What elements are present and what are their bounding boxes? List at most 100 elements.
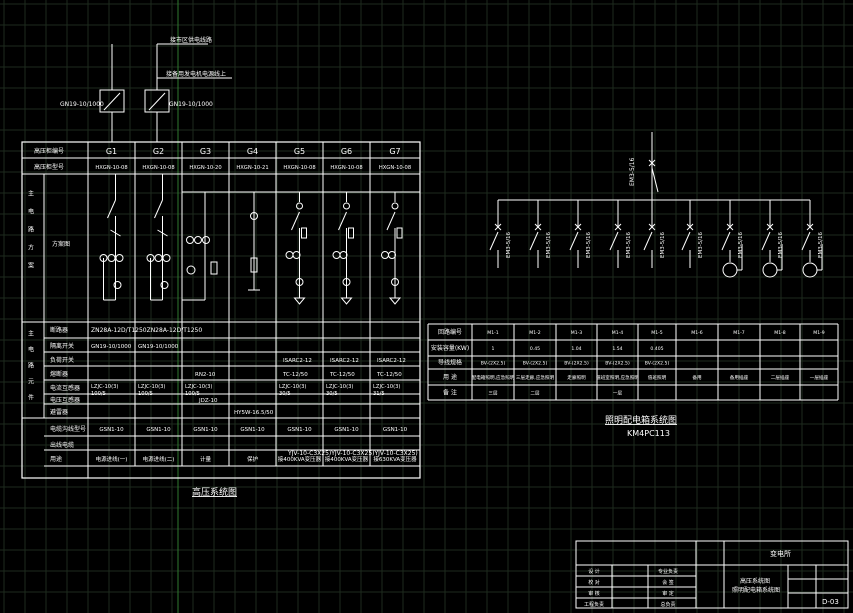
hv-main-circuit: 主电路方案 [27, 189, 34, 280]
lv-branch-label: EM3-5/16 [586, 231, 592, 258]
hv-ct: 30/5 [326, 391, 338, 397]
hv-row-label-breaker: 断路器 [50, 326, 68, 334]
tb-cell: 审 定 [662, 590, 674, 597]
hv-isolator-2: GN19-10/1000 [138, 344, 179, 350]
tb-project: 变电所 [770, 549, 791, 558]
socket-symbol [802, 262, 818, 278]
lv-cell-note: 一层 [613, 391, 623, 397]
hv-load-switch: ISARC2-12 [330, 358, 359, 364]
fuse-symbol [301, 227, 307, 239]
indicator-lamp [342, 278, 351, 286]
hv-use: 接400KVA变压器 [278, 455, 322, 463]
breaker-mark [110, 229, 121, 237]
hv-use: 接630KVA变压器 [373, 455, 417, 463]
indicator-lamp [391, 278, 399, 286]
switch-left-label: GN19-10/1000 [60, 101, 104, 108]
lv-branch-label: EM3-5/16 [546, 231, 552, 258]
ct-symbol [154, 254, 163, 262]
title-block: 变电所 高压系统图 照明配电箱系统图 D-03 设 计校 对审 核工程负责专业负… [575, 540, 849, 609]
breaker-blade [609, 231, 619, 251]
tb-cell: 总负责 [660, 601, 675, 608]
hv-scheme-g4 [248, 192, 260, 291]
ct-symbol [388, 251, 396, 259]
hv-scheme-g1 [99, 174, 124, 301]
hv-use: 保护 [247, 455, 259, 463]
hv-scheme-g7 [381, 192, 403, 305]
hv-vt: JDZ-10 [198, 398, 218, 404]
hv-ct: LZJC-10(3) [185, 384, 212, 390]
tb-role: 设 计 [588, 568, 600, 575]
hv-scheme-g3 [182, 191, 420, 301]
tb-drawing-no: D-03 [822, 598, 839, 606]
ct-symbol [339, 251, 348, 259]
lv-cell-use: 走廊照明 [567, 374, 586, 381]
lv-branch-label: EM3-5/16 [506, 231, 512, 258]
meter-symbol [186, 236, 194, 244]
hv-ct: LZJC-10(3) [91, 384, 118, 390]
lv-cell-header: M1-2 [529, 330, 541, 336]
lv-cell-note: 备 注 [443, 389, 457, 397]
hv-row-scheme: 方案图 [52, 240, 70, 248]
hv-cable-trench: GSN1-10 [240, 427, 265, 433]
tb-role: 审 核 [588, 590, 600, 597]
lv-branch-label: EM3-5/16 [660, 231, 666, 258]
hv-scheme-g5 [285, 192, 307, 305]
incoming-line-label: 接市区供电线路 [170, 36, 212, 44]
lv-cell-header: M1-1 [487, 330, 499, 336]
lv-cell-use: 二层插座 [771, 374, 790, 381]
ct-symbol [285, 251, 294, 259]
hv-row-label-outgoing_cable: 出线电缆 [50, 441, 74, 449]
breaker-blade [721, 231, 731, 251]
hv-load-switch: ISARC2-12 [283, 358, 312, 364]
lamp-symbol [250, 212, 258, 220]
lv-cell-header: M1-6 [691, 330, 703, 336]
lv-cell-note: 二层 [530, 391, 540, 397]
vt-symbol [186, 265, 196, 275]
breaker-blade [529, 231, 539, 251]
hv-fuse: TC-12/50 [282, 372, 308, 378]
hv-use: 计量 [200, 455, 212, 463]
hv-fuse-g3: RN2-10 [195, 372, 216, 378]
breaker-blade [801, 231, 811, 251]
hv-row-label-load_switch: 负荷开关 [50, 356, 74, 364]
ct-symbol [332, 251, 341, 259]
hv-ct: 31/5 [373, 391, 385, 397]
hv-ct: 100/5 [138, 391, 153, 397]
lv-cell-note: 三层 [488, 391, 498, 397]
ct-symbol [162, 254, 171, 262]
hv-cable-trench: GSN1-10 [287, 427, 312, 433]
tb-cell: 会 签 [662, 579, 674, 586]
lv-branch-label: EM3-5/16 [818, 231, 824, 258]
hv-row-label-isolator: 隔离开关 [50, 342, 74, 350]
tb-cell: 专业负责 [658, 568, 678, 575]
lv-title: 照明配电箱系统图 [605, 414, 677, 426]
hv-ct: 100/5 [185, 391, 200, 397]
hv-cabinet-id: G1 [106, 147, 117, 156]
breaker-blade [761, 231, 771, 251]
lv-cell-cable: BV-(2X2.5) [481, 361, 506, 367]
breaker-mark [686, 223, 694, 231]
hv-cable-trench: GSN1-10 [146, 427, 171, 433]
lv-branch-5: EM3-5/16 [643, 200, 666, 268]
hv-cable-trench: GSN1-10 [193, 427, 218, 433]
hv-cable-trench: GSN1-10 [383, 427, 408, 433]
breaker-blade [643, 231, 653, 251]
lv-branch-label: EM3-5/16 [738, 231, 744, 258]
hv-fuse: TC-12/50 [376, 372, 402, 378]
lv-branch-9: EM3-5/16 [801, 200, 824, 278]
breaker-blade [569, 231, 579, 251]
disconnector-blade [154, 199, 163, 219]
ct-symbol [115, 254, 124, 262]
lv-cell-cable: 导线规格 [438, 359, 462, 367]
hv-cabinet-model: HXGN-10-08 [330, 165, 362, 171]
hv-cabinet-id: G4 [247, 147, 258, 156]
hv-scheme-g6 [332, 192, 354, 305]
lv-cell-header: 回路编号 [438, 328, 462, 336]
hv-load-switch: ISARC2-12 [377, 358, 406, 364]
lv-branch-7: EM3-5/16 [721, 200, 744, 278]
lv-cell-cable: BV-(2X2.5) [564, 361, 589, 367]
hv-ct: LZJC-10(3) [373, 384, 400, 390]
lv-subtitle: KM4PC113 [627, 429, 670, 438]
hv-ct: 30/5 [279, 391, 291, 397]
